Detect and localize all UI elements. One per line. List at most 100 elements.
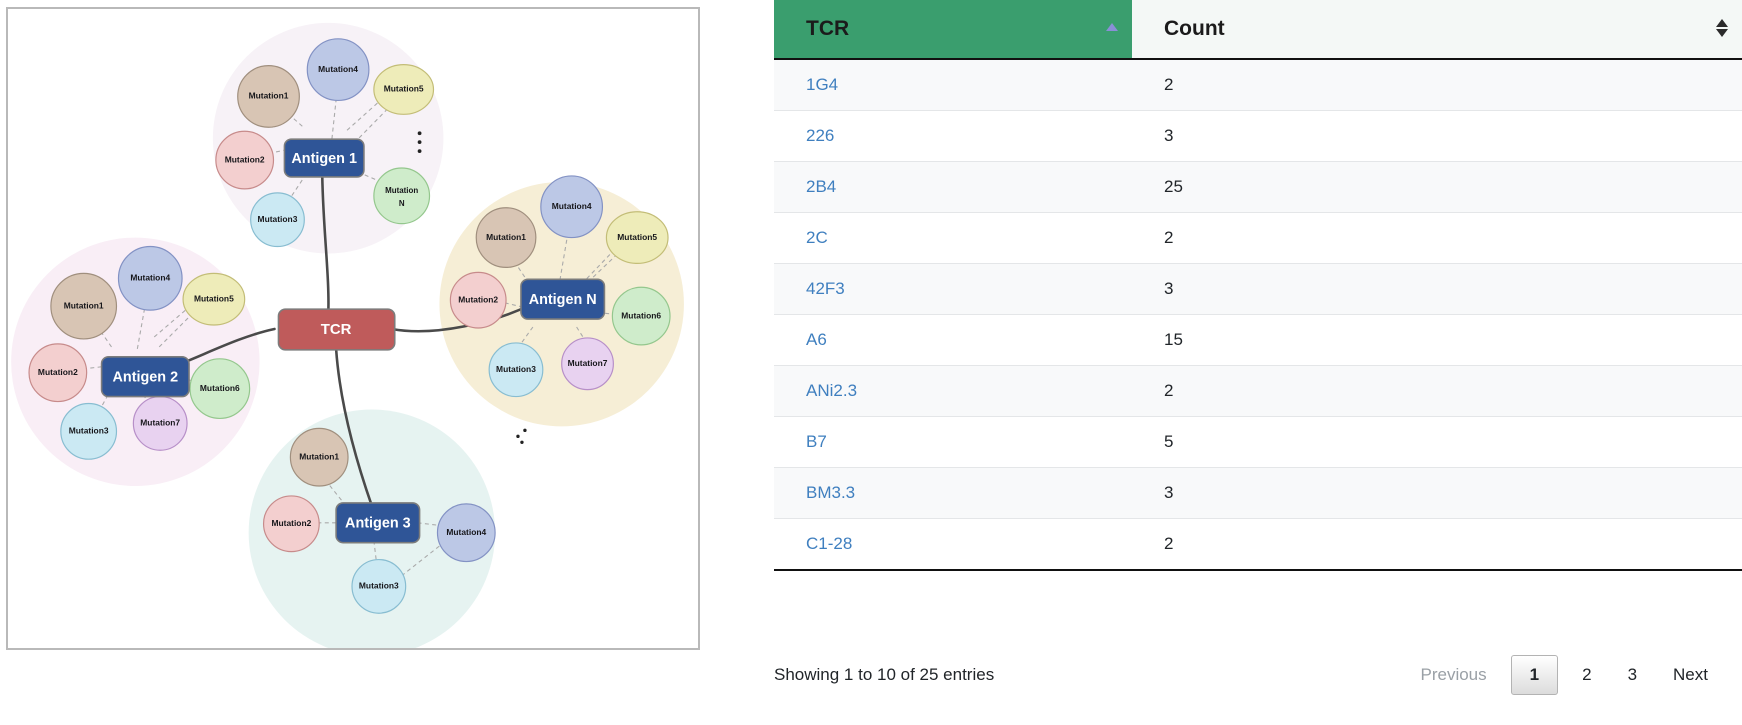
mutation-label-2: N bbox=[399, 199, 405, 208]
cell-count: 5 bbox=[1132, 416, 1742, 468]
mutation-node bbox=[117, 245, 183, 311]
cell-count: 3 bbox=[1132, 110, 1742, 162]
antigen-node bbox=[335, 502, 421, 544]
cell-tcr[interactable]: 226 bbox=[774, 110, 1132, 162]
tcr-link[interactable]: 2B4 bbox=[806, 177, 837, 196]
mutation-label: Mutation3 bbox=[496, 364, 536, 374]
antigen-label: Antigen 2 bbox=[113, 369, 179, 385]
mutation-node bbox=[436, 503, 496, 563]
pagination-page-3[interactable]: 3 bbox=[1627, 665, 1638, 684]
table-row[interactable]: A6 15 bbox=[774, 314, 1742, 366]
edge-tcr-antigen-n bbox=[390, 303, 532, 333]
table-row[interactable]: 2C 2 bbox=[774, 212, 1742, 264]
mutation-label: Mutation4 bbox=[318, 64, 358, 74]
antigen-label: Antigen 3 bbox=[345, 516, 411, 532]
pagination-page-1[interactable]: 1 bbox=[1510, 655, 1559, 695]
pagination-next[interactable]: Next bbox=[1673, 665, 1708, 684]
tcr-link[interactable]: 1G4 bbox=[806, 75, 839, 94]
table-row[interactable]: ANi2.3 2 bbox=[774, 365, 1742, 417]
sort-updown-icon[interactable] bbox=[1716, 19, 1728, 39]
cluster-antigen-1[interactable]: Mutation1 Mutation2 Mutation3 Mutation4 … bbox=[215, 38, 435, 248]
mutation-label: Mutation3 bbox=[258, 214, 298, 224]
column-header-count-label: Count bbox=[1164, 17, 1225, 40]
diagonal-ellipsis-icon bbox=[516, 428, 527, 444]
table-row[interactable]: B7 5 bbox=[774, 416, 1742, 468]
tcr-link[interactable]: 2C bbox=[806, 228, 828, 247]
mutation-label: Mutation4 bbox=[552, 201, 592, 211]
column-header-tcr[interactable]: TCR bbox=[774, 0, 1132, 60]
tcr-link[interactable]: B7 bbox=[806, 432, 827, 451]
cluster-antigen-3[interactable]: Mutation1 Mutation2 Mutation3 Mutation4 … bbox=[262, 427, 527, 614]
antigen-node bbox=[520, 278, 606, 320]
table-row[interactable]: C1-28 2 bbox=[774, 518, 1742, 571]
cell-tcr[interactable]: 1G4 bbox=[774, 59, 1132, 111]
cell-tcr[interactable]: 2C bbox=[774, 212, 1132, 264]
antigen-label: Antigen 1 bbox=[291, 151, 357, 167]
mutation-label: Mutation bbox=[385, 186, 418, 195]
mutation-label: Mutation1 bbox=[486, 232, 526, 242]
cluster-antigen-n[interactable]: Mutation1 Mutation2 Mutation3 Mutation4 … bbox=[449, 175, 671, 398]
pagination-previous[interactable]: Previous bbox=[1420, 665, 1487, 684]
table-row[interactable]: 226 3 bbox=[774, 110, 1742, 162]
antigen-node bbox=[100, 356, 190, 398]
table-row[interactable]: BM3.3 3 bbox=[774, 467, 1742, 519]
tcr-center-label: TCR bbox=[321, 322, 352, 338]
edge-tcr-antigen-1 bbox=[320, 166, 330, 319]
table-body: 1G4 2 226 3 2B4 25 2C 2 42F3 3 A6 15 bbox=[774, 59, 1742, 571]
table-row[interactable]: 2B4 25 bbox=[774, 161, 1742, 213]
tcr-link[interactable]: 42F3 bbox=[806, 279, 845, 298]
cell-count: 15 bbox=[1132, 314, 1742, 366]
mutation-label: Mutation7 bbox=[568, 358, 608, 368]
network-diagram-svg[interactable]: Mutation1 Mutation2 Mutation3 Mutation4 … bbox=[8, 9, 698, 648]
cell-tcr[interactable]: A6 bbox=[774, 314, 1132, 366]
mutation-node bbox=[373, 64, 435, 115]
table-footer: Showing 1 to 10 of 25 entries Previous 1… bbox=[774, 645, 1742, 705]
cell-tcr[interactable]: B7 bbox=[774, 416, 1132, 468]
cluster-antigen-2[interactable]: Mutation1 Mutation2 Mutation3 Mutation4 … bbox=[28, 245, 251, 460]
cell-count: 3 bbox=[1132, 263, 1742, 315]
showing-entries-info: Showing 1 to 10 of 25 entries bbox=[774, 665, 995, 684]
mutation-node bbox=[475, 207, 537, 268]
mutation-node bbox=[28, 343, 88, 403]
cell-tcr[interactable]: C1-28 bbox=[774, 518, 1132, 571]
cell-tcr[interactable]: 42F3 bbox=[774, 263, 1132, 315]
mutation-label: Mutation3 bbox=[359, 581, 399, 591]
mutation-label: Mutation2 bbox=[271, 518, 311, 528]
tcr-center-node[interactable]: TCR bbox=[277, 308, 396, 351]
table-row[interactable]: 1G4 2 bbox=[774, 59, 1742, 111]
cell-tcr[interactable]: 2B4 bbox=[774, 161, 1132, 213]
tcr-link[interactable]: ANi2.3 bbox=[806, 381, 858, 400]
mutation-label: Mutation7 bbox=[140, 418, 180, 428]
sort-ascending-icon[interactable] bbox=[1106, 19, 1118, 39]
mutation-node bbox=[561, 337, 614, 391]
tcr-link[interactable]: 226 bbox=[806, 126, 835, 145]
tcr-link[interactable]: A6 bbox=[806, 330, 827, 349]
mutation-label: Mutation2 bbox=[225, 154, 265, 164]
column-header-count[interactable]: Count bbox=[1132, 0, 1742, 60]
cell-tcr[interactable]: BM3.3 bbox=[774, 467, 1132, 519]
table-row[interactable]: 42F3 3 bbox=[774, 263, 1742, 315]
cell-count: 2 bbox=[1132, 59, 1742, 111]
mutation-label: Mutation5 bbox=[194, 293, 234, 303]
tcr-link[interactable]: C1-28 bbox=[806, 534, 853, 553]
mutation-label: Mutation3 bbox=[69, 426, 109, 436]
mutation-node bbox=[611, 286, 671, 346]
mutation-label: Mutation5 bbox=[384, 84, 424, 94]
tcr-table-panel: TCR Count 1G4 2 226 3 2B4 25 bbox=[774, 0, 1742, 725]
cell-tcr[interactable]: ANi2.3 bbox=[774, 365, 1132, 417]
mutation-node bbox=[262, 495, 320, 553]
tcr-link[interactable]: BM3.3 bbox=[806, 483, 856, 502]
network-diagram-panel: Mutation1 Mutation2 Mutation3 Mutation4 … bbox=[6, 7, 700, 650]
mutation-label: Mutation2 bbox=[38, 367, 78, 377]
pagination-page-2[interactable]: 2 bbox=[1582, 665, 1592, 684]
mutation-node bbox=[488, 342, 544, 398]
tcr-data-table: TCR Count 1G4 2 226 3 2B4 25 bbox=[774, 0, 1742, 571]
antigen-label: Antigen N bbox=[529, 292, 597, 308]
mutation-node bbox=[289, 427, 349, 487]
mutation-node bbox=[182, 272, 246, 326]
pagination: Previous 1 2 3 Next bbox=[1402, 655, 1726, 695]
mutation-node bbox=[605, 211, 669, 265]
antigen-node bbox=[283, 138, 365, 178]
edge-tcr-antigen-3 bbox=[334, 347, 374, 508]
mutation-label: Mutation6 bbox=[621, 310, 661, 320]
